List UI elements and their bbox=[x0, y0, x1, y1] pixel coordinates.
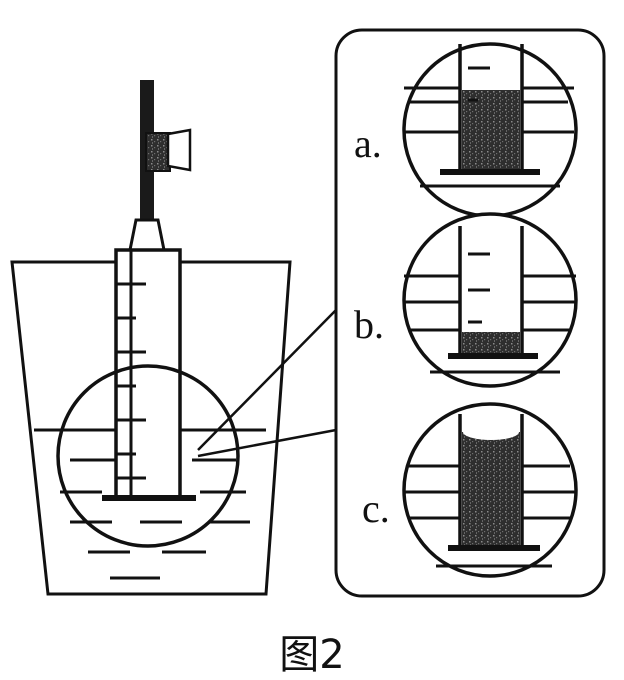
zoom-connector bbox=[197, 309, 337, 458]
clip bbox=[166, 128, 192, 172]
detail-c: c. bbox=[362, 402, 578, 578]
detail-b: b. bbox=[354, 212, 578, 388]
label-c: c. bbox=[362, 486, 390, 531]
figure-caption: 图2 bbox=[279, 632, 345, 678]
liquid-a bbox=[462, 90, 520, 170]
syringe bbox=[102, 80, 196, 501]
barrel-ticks bbox=[116, 282, 146, 480]
detail-a: a. bbox=[354, 42, 578, 218]
label-a: a. bbox=[354, 121, 382, 166]
tape-label bbox=[145, 132, 171, 172]
magnifier-circle bbox=[56, 364, 240, 548]
water-lines bbox=[60, 458, 250, 580]
beaker bbox=[10, 260, 292, 596]
label-b: b. bbox=[354, 302, 384, 347]
liquid-c bbox=[462, 432, 520, 546]
nozzle bbox=[128, 218, 166, 252]
liquid-b bbox=[462, 332, 520, 356]
barrel bbox=[114, 248, 182, 500]
